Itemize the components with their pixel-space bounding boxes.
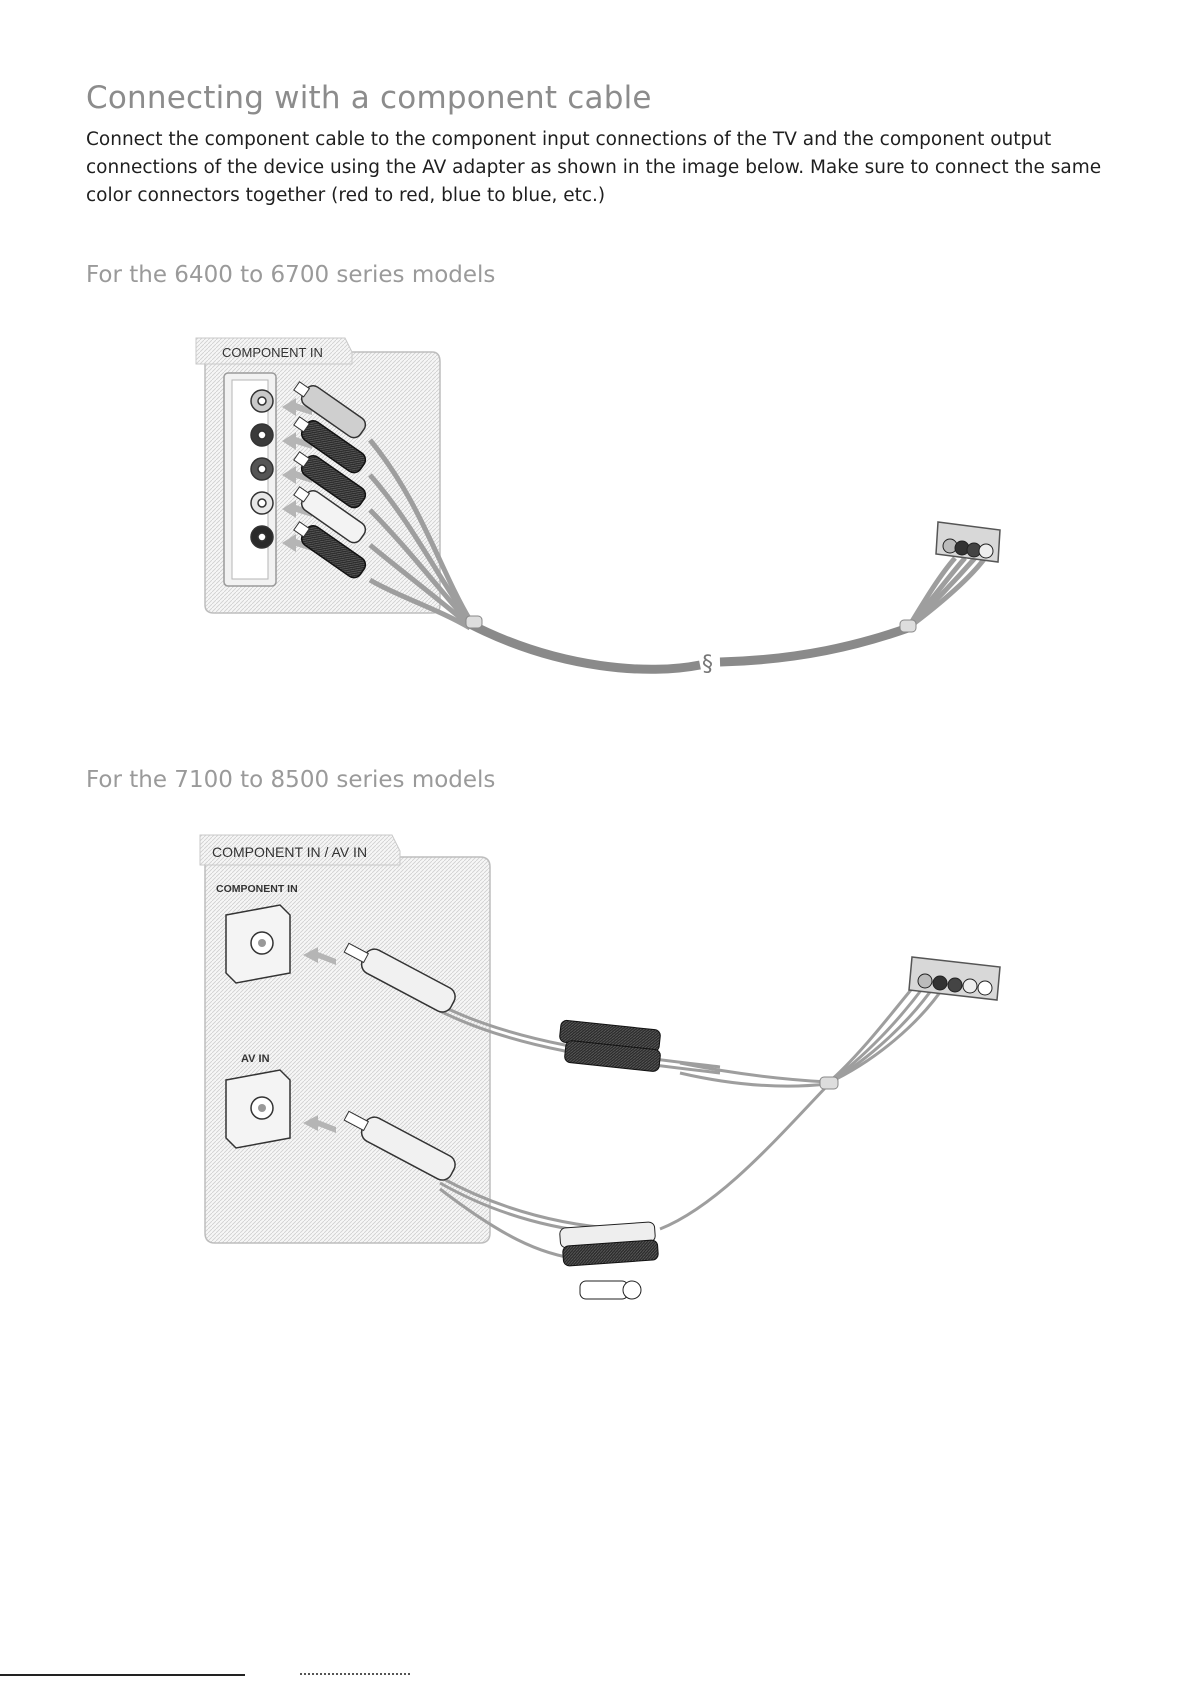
device-end-connector: [908, 956, 1001, 1001]
component-jacks: [250, 389, 274, 549]
cable-lines: [439, 984, 947, 1261]
rca-plugs: [293, 381, 367, 579]
intro-paragraph: Connect the component cable to the compo…: [86, 129, 1102, 206]
panel-label: COMPONENT IN: [222, 345, 323, 360]
diagram-illustration: COMPONENT IN / AV IN COMPONENT IN AV IN: [199, 834, 1001, 1300]
footer-marks: [300, 1673, 410, 1675]
sub-label-component-in: COMPONENT IN: [216, 883, 298, 895]
sub-label-av-in: AV IN: [241, 1053, 270, 1065]
section-heading-7100-8500: For the 7100 to 8500 series models: [86, 767, 496, 793]
cable-bundle: [368, 438, 987, 674]
adapter-couplers: [559, 1019, 661, 1300]
mini-plugs: [343, 942, 456, 1181]
insert-arrows: [303, 947, 336, 1133]
cable-break-symbol: §: [702, 652, 713, 677]
component-cable-diagram-6400-6700: COMPONENT IN: [0, 300, 1191, 740]
insert-arrows: [282, 398, 312, 552]
section-heading-6400-6700: For the 6400 to 6700 series models: [86, 262, 496, 288]
mini-jacks: [225, 904, 291, 1149]
footer-rule: [0, 1674, 245, 1676]
panel-label: COMPONENT IN / AV IN: [212, 844, 367, 860]
device-end-connector: [935, 521, 1001, 563]
diagram-illustration: COMPONENT IN: [195, 337, 1001, 677]
page-title: Connecting with a component cable: [86, 80, 652, 116]
component-av-cable-diagram-7100-8500: COMPONENT IN / AV IN COMPONENT IN AV IN: [0, 805, 1191, 1325]
